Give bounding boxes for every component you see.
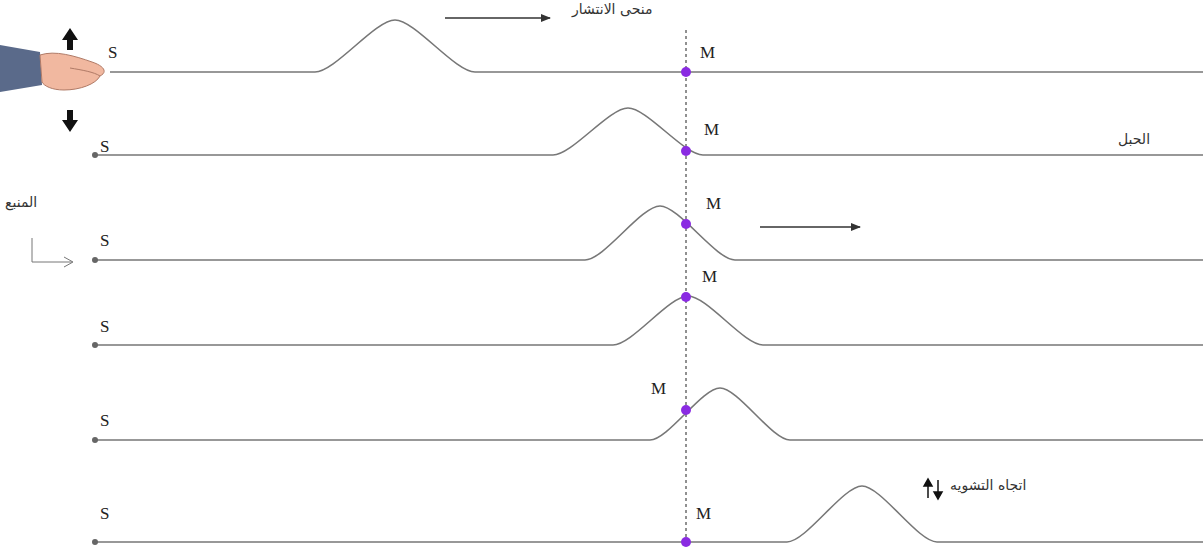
up-arrow [62, 28, 78, 50]
point-label: M [702, 268, 717, 287]
down-arrow [62, 110, 78, 132]
rope [95, 108, 1203, 155]
source-symbol [64, 257, 73, 267]
rope [95, 206, 1203, 260]
dashed-line [686, 30, 687, 546]
point-m [681, 146, 691, 156]
point-label: M [704, 121, 719, 140]
point-label: S [100, 232, 109, 251]
hand-illustration [0, 45, 104, 92]
point-label: S [100, 412, 109, 431]
point-label: S [100, 318, 109, 337]
caption-label: المنبع [5, 195, 37, 210]
source-point [92, 152, 98, 158]
caption-label: منحى الانتشار [572, 2, 652, 17]
point-label: M [700, 44, 715, 63]
source-point [92, 437, 98, 443]
point-label: M [696, 505, 711, 524]
rope [95, 388, 1203, 440]
point-m [681, 219, 691, 229]
point-m [681, 292, 691, 302]
point-label: S [100, 505, 109, 524]
rope [95, 486, 1203, 542]
source-point [92, 342, 98, 348]
propagation-arrow [760, 226, 860, 227]
source-point [92, 257, 98, 263]
point-label: M [706, 195, 721, 214]
source-point [92, 539, 98, 545]
rope [110, 20, 1203, 72]
point-label: S [108, 44, 117, 63]
point-m [681, 537, 691, 547]
point-label: S [100, 138, 109, 157]
point-m [681, 67, 691, 77]
caption-label: الحبل [1118, 132, 1150, 147]
point-m [681, 405, 691, 415]
rope [95, 296, 1203, 345]
caption-label: اتجاه التشويه [950, 478, 1026, 493]
point-label: M [651, 380, 666, 399]
propagation-arrow [445, 17, 550, 18]
deformation-arrows [924, 479, 942, 499]
